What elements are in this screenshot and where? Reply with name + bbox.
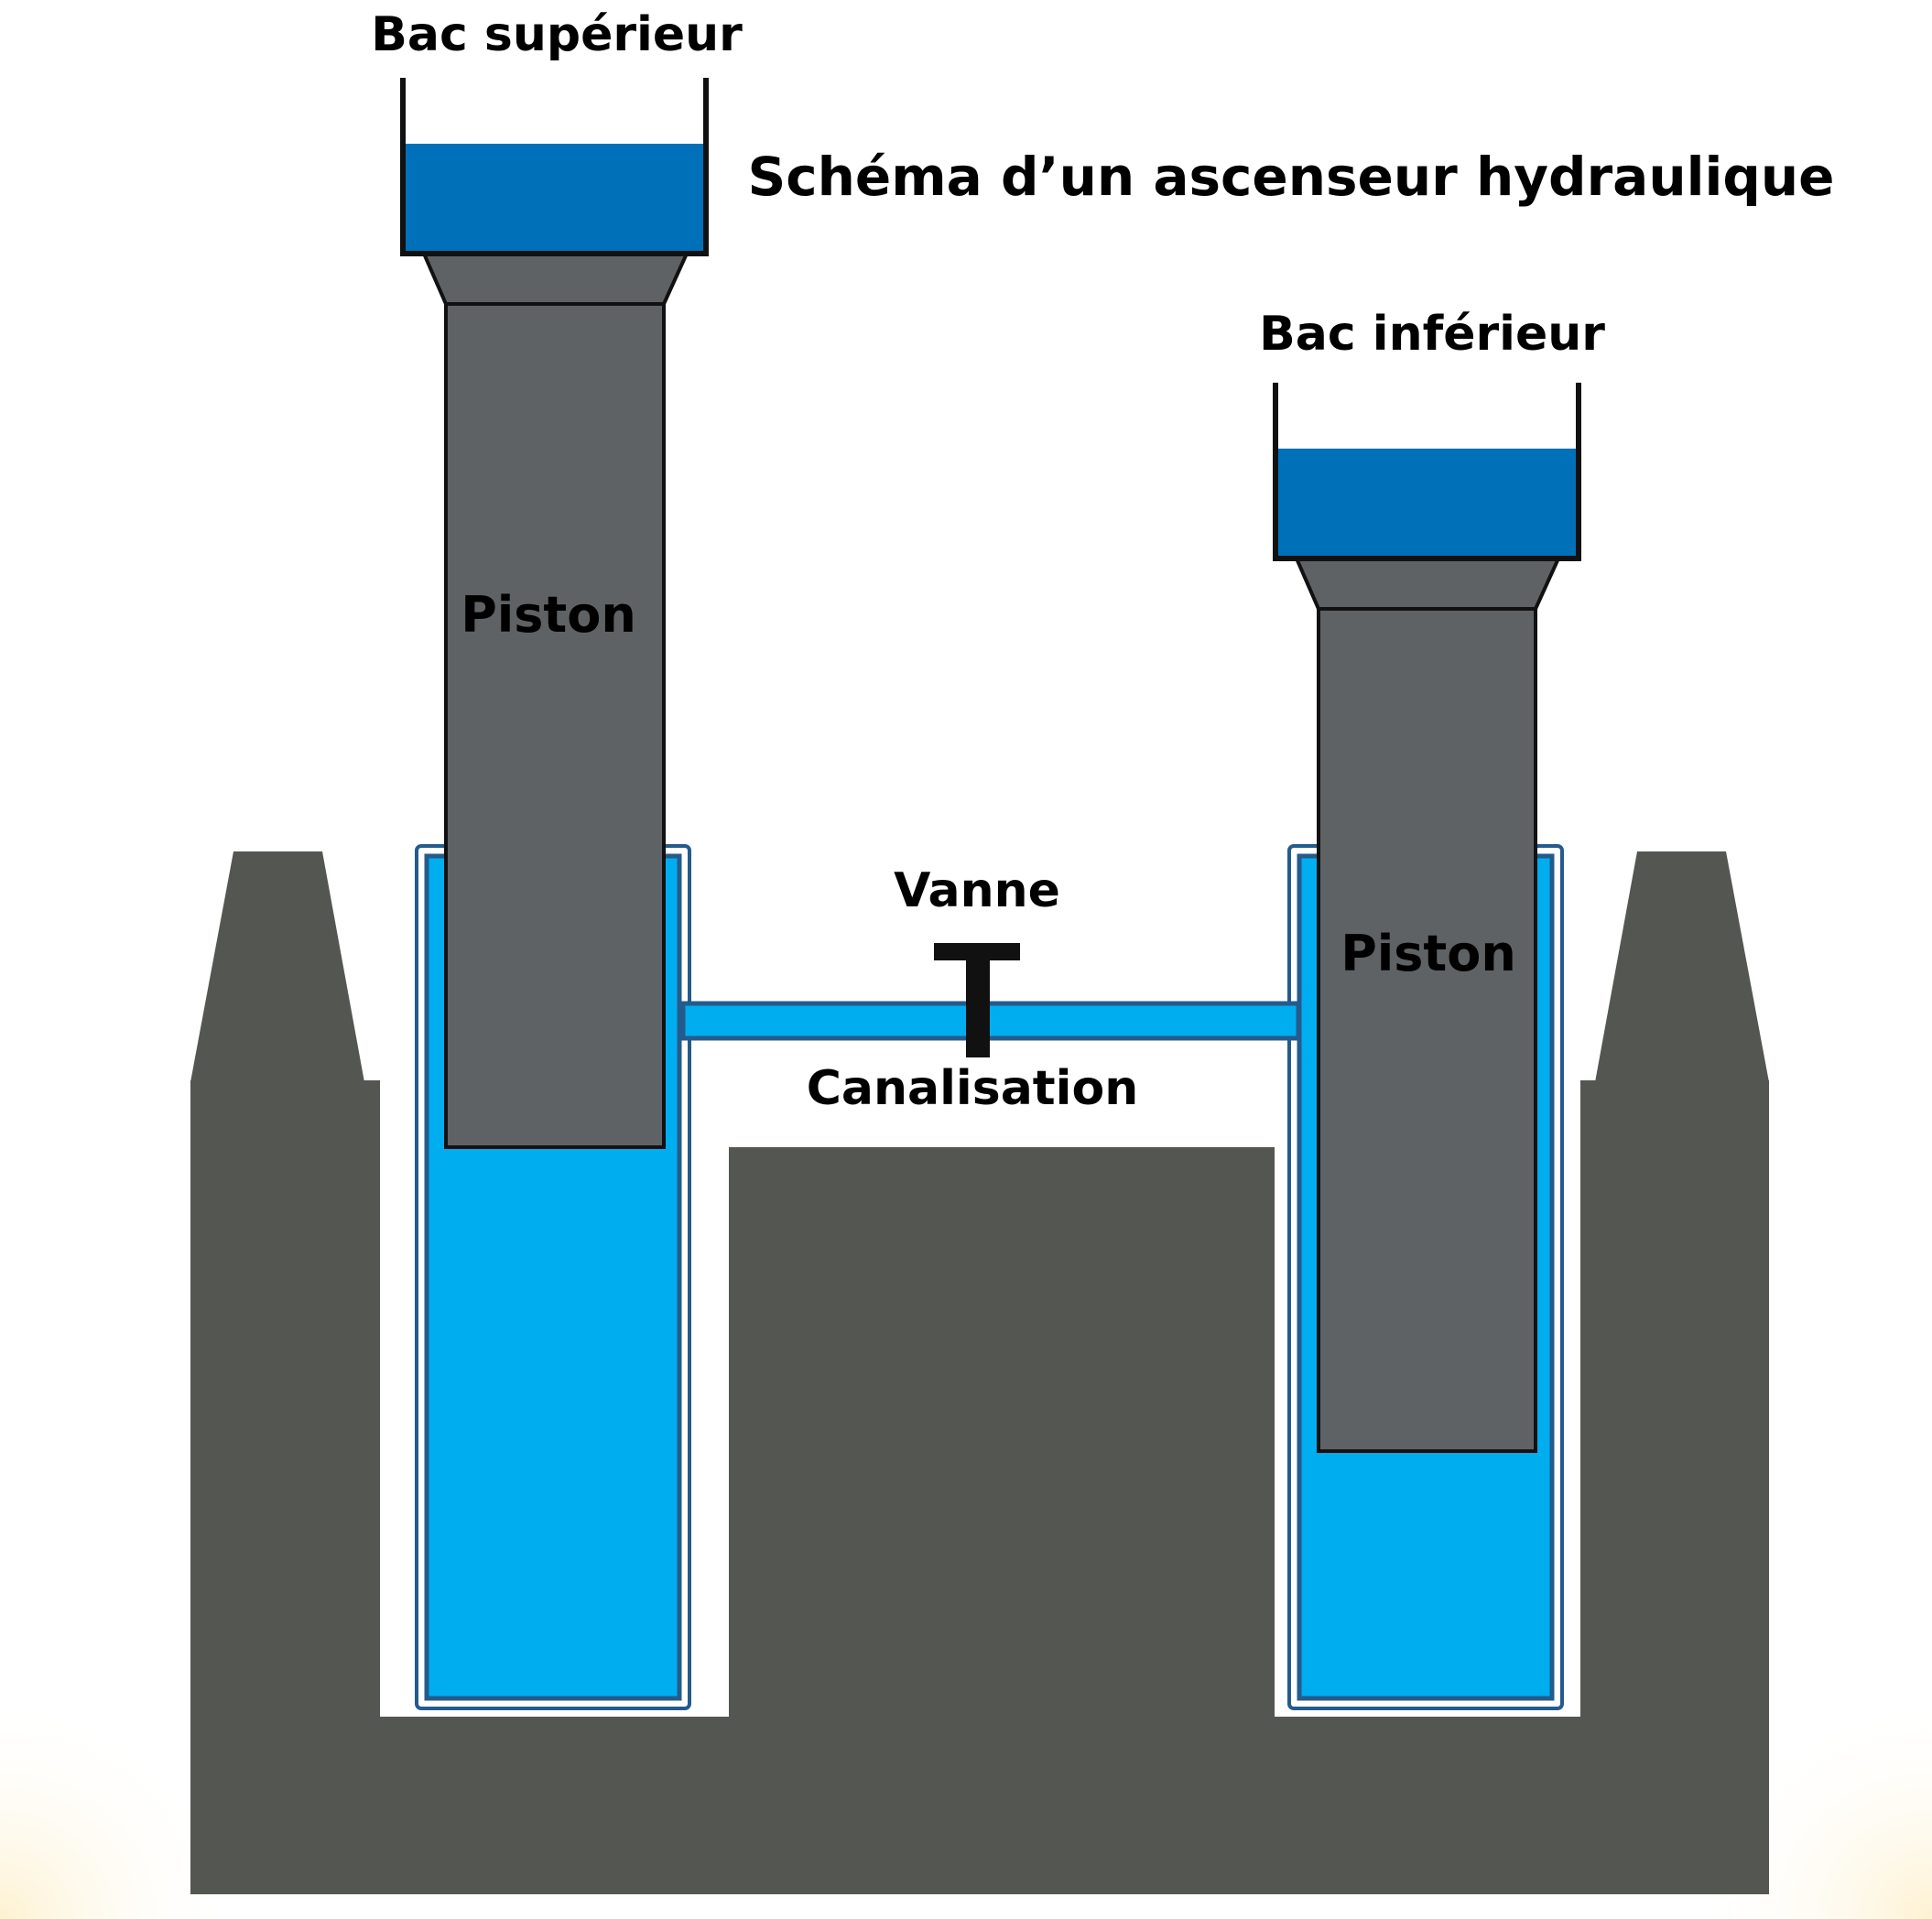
valve <box>934 943 1020 1057</box>
lower-tank-outline <box>1273 383 1581 561</box>
right-piston <box>1317 607 1537 1453</box>
pipe <box>680 1001 1301 1041</box>
right-piston-assembly <box>1273 383 1581 1453</box>
upper-tank <box>400 78 709 256</box>
right-piston-cap <box>1293 557 1562 611</box>
pipe-body <box>680 1001 1301 1041</box>
valve-stem <box>966 943 990 1057</box>
ground-base <box>190 1717 1769 1894</box>
left-piston <box>444 302 666 1149</box>
ground-structure <box>190 851 1769 1894</box>
left-piston-assembly <box>400 78 709 1149</box>
right-piston-label: Piston <box>1340 925 1516 982</box>
left-pillar <box>190 851 364 1082</box>
left-piston-label: Piston <box>461 586 636 644</box>
center-block <box>729 1147 1275 1721</box>
right-pillar <box>1595 851 1769 1082</box>
lower-tank <box>1273 383 1581 561</box>
upper-tank-label: Bac supérieur <box>371 7 743 62</box>
diagram-title: Schéma d’un ascenseur hydraulique <box>747 146 1834 208</box>
left-piston-cap <box>420 252 690 306</box>
pipe-label: Canalisation <box>807 1061 1138 1116</box>
upper-tank-water <box>403 144 706 254</box>
upper-tank-outline <box>400 78 709 256</box>
lower-tank-water <box>1275 449 1579 558</box>
valve-label: Vanne <box>894 863 1060 918</box>
left-wall <box>190 1080 380 1721</box>
right-wall <box>1580 1080 1769 1721</box>
lower-tank-label: Bac inférieur <box>1259 307 1605 362</box>
